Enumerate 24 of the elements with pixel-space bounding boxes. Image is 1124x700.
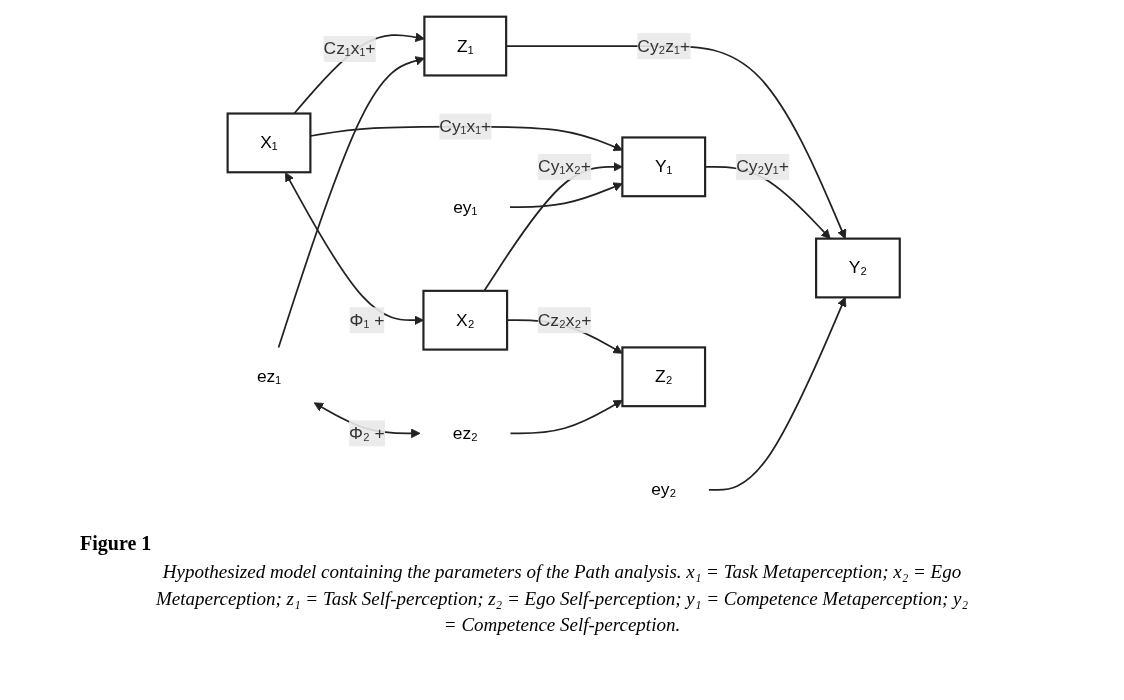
arrow	[509, 399, 623, 435]
node-box: Y₂	[815, 237, 901, 299]
edge-label: Cy₂z₁+	[637, 36, 691, 55]
figure-caption: Hypothesized model containing the parameters of the Path analysis. x₁ = Task Metaperception; x₂ = Ego Metaperception; z₁ = Task Self-perception; z₂ = Ego Self-perception; y₁ = Competence Metaperception; y₂ = Competence Self-perception.	[154, 560, 970, 638]
node-box: Z₂	[621, 346, 707, 408]
node-box: X₂	[422, 289, 509, 351]
node-box: X₁	[226, 112, 312, 174]
edge-label: Cy₁x₂+	[538, 157, 591, 176]
node-text: ey₁	[453, 197, 478, 216]
edge-label: Φ₂ +	[349, 423, 385, 443]
edge-label: Cy₂y₁+	[736, 157, 789, 176]
figure-title: Figure 1	[80, 532, 152, 555]
node-text: ey₂	[651, 480, 677, 499]
node-box: Z₁	[423, 15, 508, 77]
arrow	[285, 172, 424, 325]
edge-label: Cz₂x₂+	[537, 310, 592, 329]
node-text: ez₂	[452, 423, 478, 443]
edge-label: Φ₁ +	[349, 310, 385, 329]
edge-label: Cz₁x₁+	[323, 39, 376, 58]
arrow	[277, 56, 425, 349]
edge-label: Cy₁x₁+	[439, 116, 492, 136]
arrow	[509, 182, 623, 208]
node-text: ez₁	[256, 367, 282, 386]
node-box: Y₁	[621, 136, 707, 198]
